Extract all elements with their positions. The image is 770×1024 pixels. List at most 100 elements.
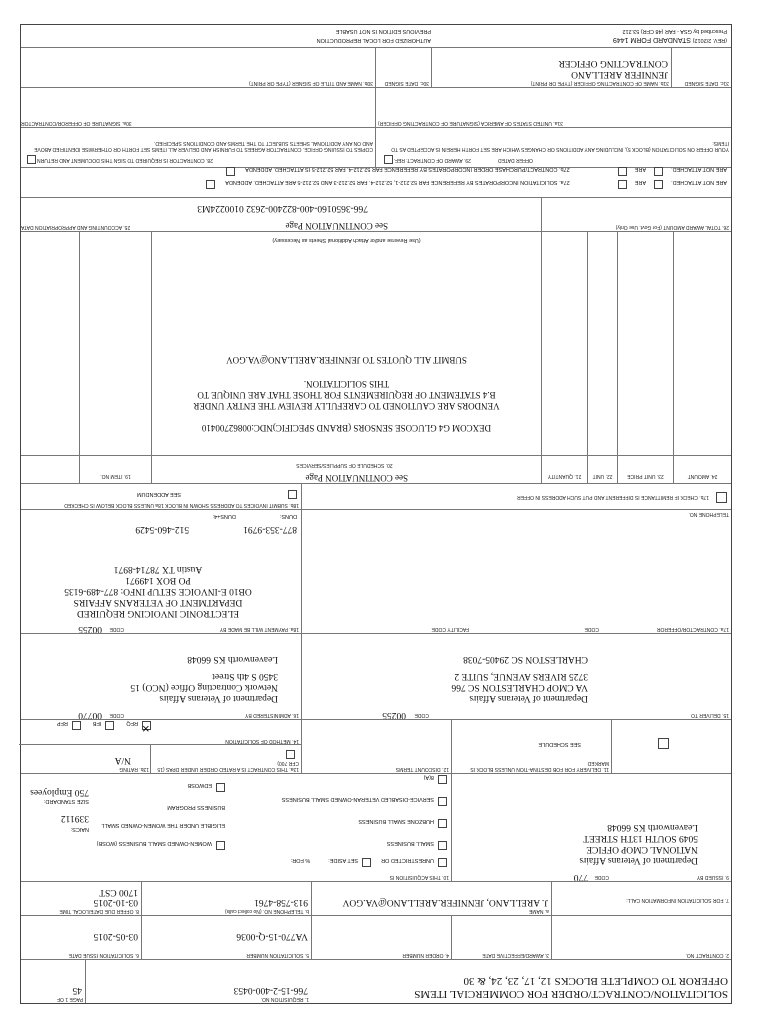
fob-destination-checkbox[interactable] [658,738,669,749]
remittance-checkbox[interactable] [716,492,727,503]
page-cell: PAGE 1 OF 45 [19,960,85,1003]
co-date-cell: 31c. DATE SIGNED [671,48,731,87]
due-time: 1700 CST [99,887,138,897]
submit-invoices-label: 18b. SUBMIT INVOICES TO ADDRESS SHOWN IN… [64,502,299,508]
27a-are-not-checkbox[interactable] [654,180,664,190]
ifb-checkbox[interactable] [105,721,115,731]
small-business-checkbox[interactable] [438,841,447,851]
total-award-label: 26. TOTAL AWARD AMOUNT (For Govt. Use On… [615,224,729,230]
remittance-label: 17b. CHECK IF REMITTANCE IS DIFFERENT AN… [517,494,709,500]
co-name: JENNIFER ARELLANO [571,69,668,79]
info-call-cell: 7. FOR SOLICITATION INFORMATION CALL: [551,882,731,915]
issued-code-label: CODE [594,874,609,880]
contractor-label: 17a. CONTRACTOR/OFFEROR [656,626,729,632]
27b-checkbox[interactable] [226,167,236,177]
payment-cell: 18a. PAYMENT WILL BE MADE BY CODE 00255 … [19,510,301,633]
admin-line: Network Contracting Office (NCO) 15 [130,682,278,692]
contractor-phone-label: TELEPHONE NO. [688,511,729,517]
27b-are-not-checkbox[interactable] [654,167,664,177]
set-aside-checkbox[interactable] [362,858,372,868]
27b-are-checkbox[interactable] [617,167,627,177]
offer-dated-label: OFFER DATED [498,157,533,163]
rfq-label: RFQ [126,720,138,726]
unrestricted-label: UNRESTRICTED OR [381,857,434,863]
item-no-column [79,232,151,455]
contact-phone-cell: b. TELEPHONE NO. (No collect calls) 913-… [141,882,311,915]
info-call-label: 7. FOR SOLICITATION INFORMATION CALL: [626,897,729,903]
quantity-label: 21. QUANTITY [547,473,582,479]
reverse-note: (Use Reverse and/or Attach Additional Sh… [272,237,421,243]
discount-cell: 12. DISCOUNT TERMS [301,720,451,773]
header-row: SOLICITATION/CONTRACT/ORDER FOR COMMERCI… [21,959,731,1003]
admin-line: 3450 S 4th Street [212,671,278,681]
rating-method-cell: 13a. THIS CONTRACT IS A RATED ORDER UNDE… [19,720,301,773]
offeror-date-cell: 30c. DATE SIGNED [375,48,431,87]
contact-phone-label: b. TELEPHONE NO. (No collect calls) [224,908,309,914]
schedule-line: DEXCOM G4 GLUCOSE SENSORS (BRAND SPECIFI… [201,423,492,433]
unrestricted-checkbox[interactable] [438,858,447,868]
unit-header: 22. UNIT [587,456,617,483]
info-call-row: 7. FOR SOLICITATION INFORMATION CALL: a.… [21,881,731,915]
submit-invoices-checkbox[interactable] [288,490,297,499]
issued-line: Department of Veterans Affairs [579,855,698,865]
see-schedule: SEE SCHEDULE [538,741,582,747]
row-27b: ARE NOT ATTACHED. ARE 27b. CONTRACT/PURC… [27,166,727,181]
contract-no-cell: 2. CONTRACT NO. [551,916,731,959]
reproduction-note: AUTHORIZED FOR LOCAL REPRODUCTION [316,37,431,43]
payment-line: DEPARTMENT OF VETERANS AFFAIRS [73,597,243,607]
hubzone-checkbox[interactable] [438,819,447,829]
offeror-signature-label: 30a. SIGNATURE OF OFFEROR/CONTRACTOR [21,120,132,126]
issued-line: 5049 SOUTH 13TH STREET [583,833,698,843]
requisition-value: 766-15-2-400-0453 [233,985,308,995]
amount-header: 24. AMOUNT [673,456,731,483]
contact-phone: 913-758-4761 [254,897,308,907]
amount-label: 24. AMOUNT [687,473,718,479]
award-date-cell: 3. AWARD/EFFECTIVE DATE [451,916,551,959]
acquisition-cell: 10. THIS ACQUISITION IS UNRESTRICTED OR … [19,774,451,881]
signature-terms-row: 29. AWARD OF CONTRACT: REF. OFFER DATED … [21,127,731,167]
rfp-checkbox[interactable] [71,721,81,731]
total-award-cell: 26. TOTAL AWARD AMOUNT (For Govt. Use On… [541,198,731,231]
payment-code: 00255 [78,624,102,633]
rated-order-checkbox[interactable] [286,750,295,759]
sdvosb-checkbox[interactable] [438,797,447,807]
form-name: STANDARD FORM 1449 [612,36,691,43]
award-cell: 29. AWARD OF CONTRACT: REF. OFFER DATED … [375,128,731,167]
administered-by-cell: 16. ADMINISTERED BY CODE 00770 Departmen… [19,634,301,719]
contractor-cell: 17a. CONTRACTOR/OFFEROR CODE FACILITY CO… [301,510,731,633]
deliver-admin-row: 15. DELIVER TO CODE 00255 Department of … [21,633,731,719]
payment-line: Austin TX 78714-8971 [113,564,203,574]
issued-by-label: 9. ISSUED BY [696,874,729,880]
deliver-line: VA CMOP CHARLESTON SC 766 [451,682,588,692]
contact-name: J. ARELLANO, JENNIFER.ARELLANO@VA.GOV [342,897,548,907]
continuation-ref: See CONTINUATION Page [305,473,408,483]
form-subtitle: OFFEROR TO COMPLETE BLOCKS 12, 17, 23, 2… [463,975,728,987]
hubzone-label: HUBZONE SMALL BUSINESS [358,818,434,824]
due-date: 03-10-2015 [93,897,138,907]
deliver-code: 00255 [382,710,406,719]
27a-are-checkbox[interactable] [617,180,627,190]
eight-a-checkbox[interactable] [438,775,447,785]
deliver-line: CHARLESTON SC 29405-7038 [463,654,588,664]
schedule-line: B.4 STATEMENT OF REQUIREMENTS FOR THOSE … [197,390,496,400]
schedule-label: 20. SCHEDULE OF SUPPLIES/SERVICES [296,462,393,468]
accounting-continuation: See CONTINUATION Page [285,221,388,231]
admin-line: Department of Veterans Affairs [159,693,278,703]
form-title-cell: SOLICITATION/CONTRACT/ORDER FOR COMMERCI… [311,960,731,1003]
rfq-checkbox[interactable]: ✕ [141,721,151,734]
payment-line: PO BOX 149971 [125,575,191,585]
issued-by-row: 9. ISSUED BY CODE 770 Department of Vete… [21,773,731,881]
delivery-schedule-cell: 11. DELIVERY FOR FOB DESTINA-TION UNLESS… [451,720,611,773]
27a-checkbox[interactable] [206,180,216,190]
wosb-checkbox[interactable] [216,841,225,851]
quantity-header: 21. QUANTITY [541,456,587,483]
edwosb-checkbox[interactable] [216,783,225,793]
deliver-to-cell: 15. DELIVER TO CODE 00255 Department of … [301,634,731,719]
accounting-label: 25. ACCOUNTING AND APPROPRIATION DATA [21,224,131,230]
rfp-label: RFP [56,720,68,726]
method-label: 14. METHOD OF SOLICITATION [225,738,299,744]
usa-signature-cell: 31a. UNITED STATES OF AMERICA (SIGNATURE… [375,88,731,127]
numbers-row: 2. CONTRACT NO. 3. AWARD/EFFECTIVE DATE … [21,915,731,959]
unit-price-header: 23. UNIT PRICE [617,456,673,483]
